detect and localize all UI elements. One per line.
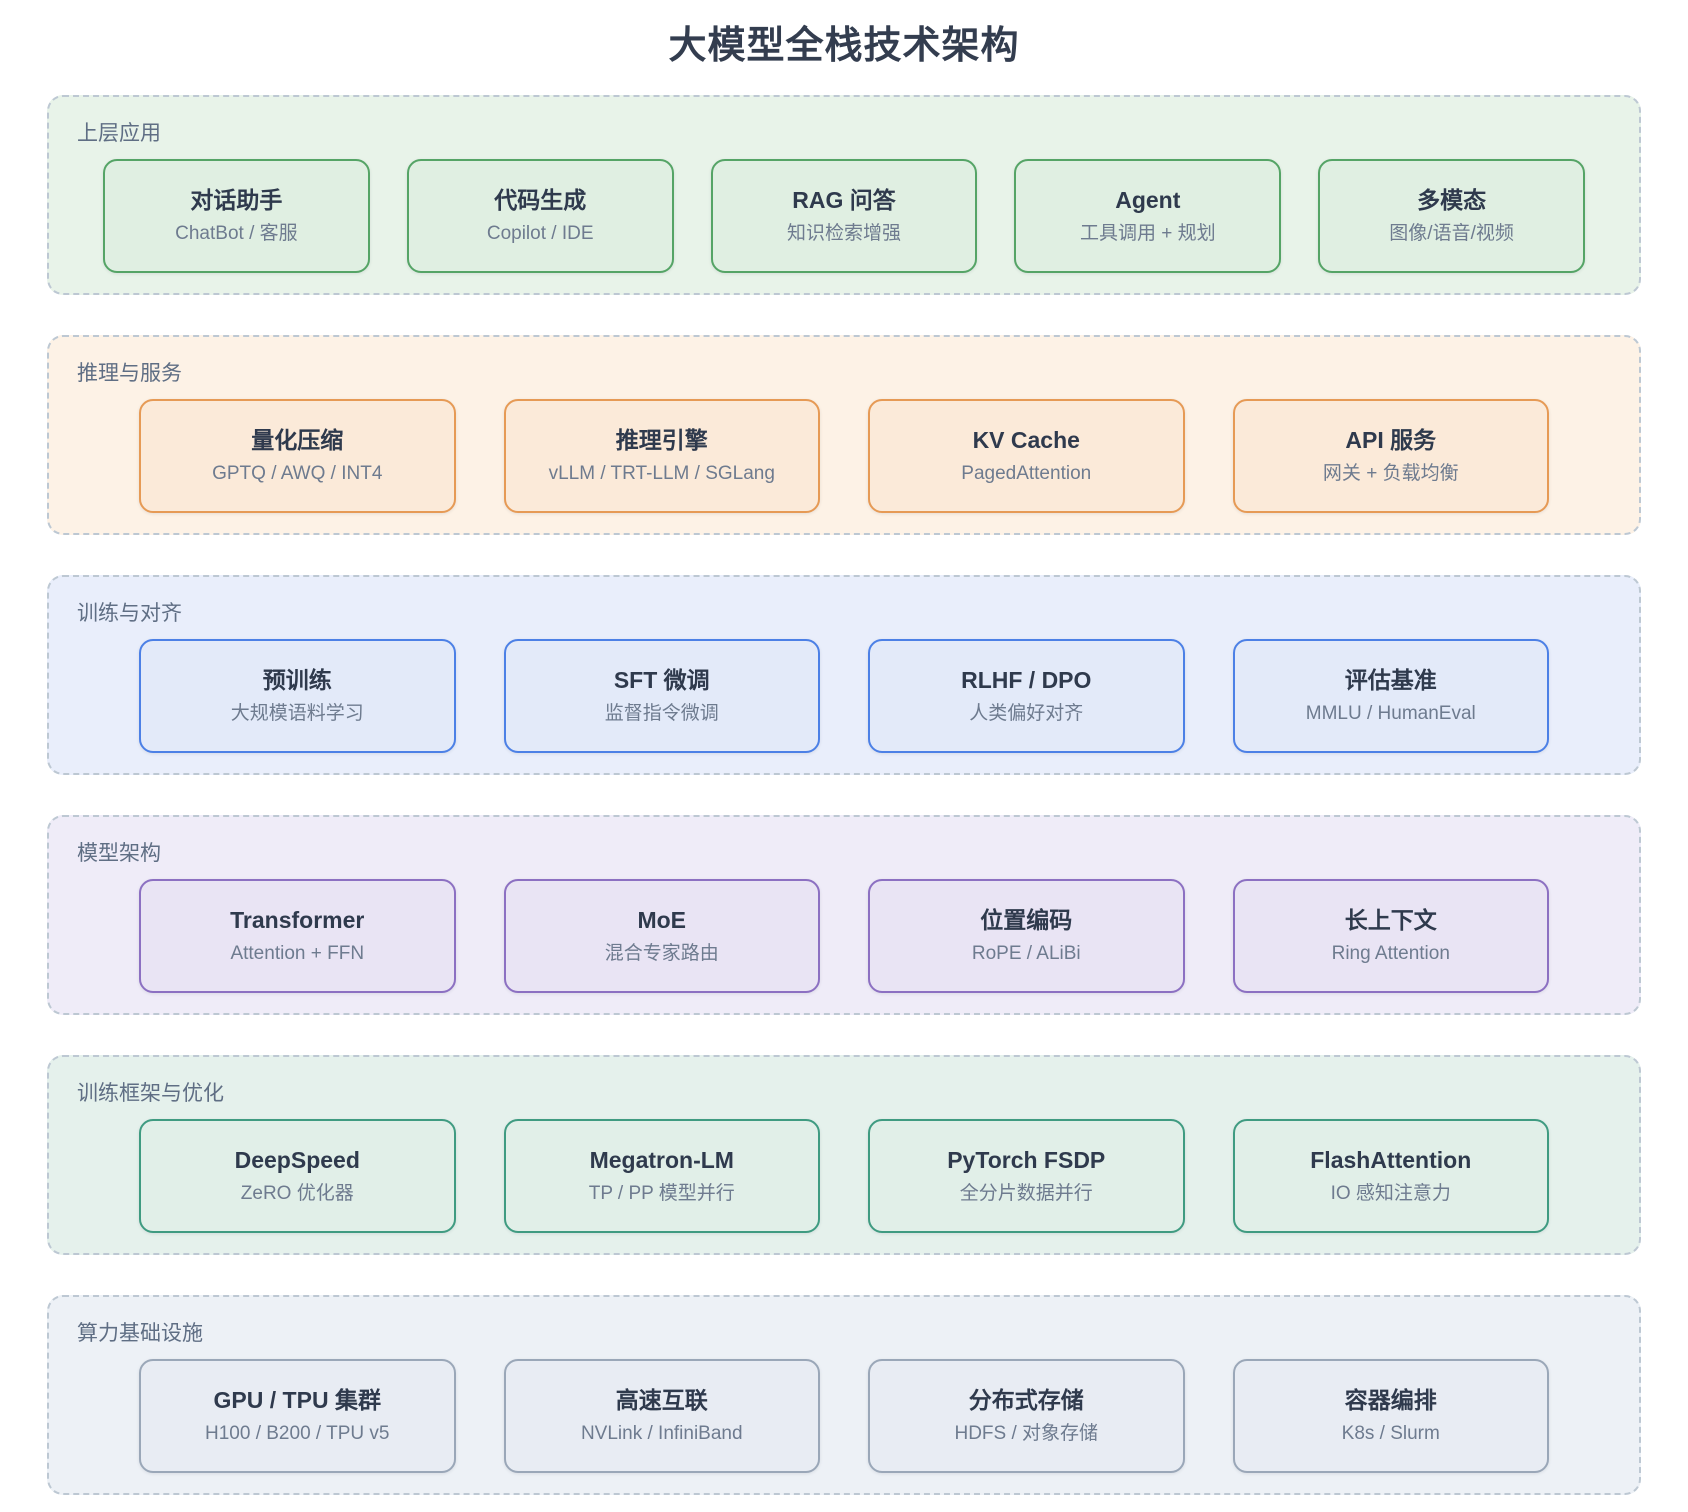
module-subtitle: ChatBot / 客服 bbox=[175, 223, 298, 244]
module-subtitle: 图像/语音/视频 bbox=[1389, 223, 1514, 244]
module-title: RAG 问答 bbox=[792, 187, 896, 213]
module-box: Megatron-LM TP / PP 模型并行 bbox=[503, 1119, 820, 1233]
layer-label: 算力基础设施 bbox=[77, 1322, 203, 1345]
module-box: RAG 问答 知识检索增强 bbox=[710, 159, 978, 273]
module-title: GPU / TPU 集群 bbox=[213, 1387, 381, 1413]
module-subtitle: 大规模语料学习 bbox=[230, 703, 364, 724]
module-box: 预训练 大规模语料学习 bbox=[139, 639, 456, 753]
module-subtitle: MMLU / HumanEval bbox=[1305, 703, 1476, 724]
module-box: KV Cache PagedAttention bbox=[868, 399, 1185, 513]
layer-row: GPU / TPU 集群 H100 / B200 / TPU v5 高速互联 N… bbox=[49, 1359, 1639, 1473]
module-subtitle: IO 感知注意力 bbox=[1330, 1183, 1451, 1204]
module-title: DeepSpeed bbox=[234, 1147, 360, 1173]
module-box: DeepSpeed ZeRO 优化器 bbox=[139, 1119, 456, 1233]
module-box: MoE 混合专家路由 bbox=[503, 879, 820, 993]
module-title: 预训练 bbox=[262, 667, 332, 693]
module-subtitle: Ring Attention bbox=[1331, 943, 1450, 964]
module-box: 高速互联 NVLink / InfiniBand bbox=[503, 1359, 820, 1473]
module-subtitle: Copilot / IDE bbox=[486, 223, 594, 244]
module-subtitle: Attention + FFN bbox=[230, 943, 365, 964]
module-subtitle: vLLM / TRT-LLM / SGLang bbox=[548, 463, 775, 484]
module-box: PyTorch FSDP 全分片数据并行 bbox=[868, 1119, 1185, 1233]
layer-row: 对话助手 ChatBot / 客服 代码生成 Copilot / IDE RAG… bbox=[49, 159, 1639, 273]
module-box: 量化压缩 GPTQ / AWQ / INT4 bbox=[139, 399, 456, 513]
module-box: API 服务 网关 + 负载均衡 bbox=[1232, 399, 1549, 513]
layers-stack: 上层应用 对话助手 ChatBot / 客服 代码生成 Copilot / ID… bbox=[0, 95, 1688, 1495]
diagram-canvas: 大模型全栈技术架构 上层应用 对话助手 ChatBot / 客服 代码生成 Co… bbox=[0, 14, 1688, 1495]
module-subtitle: RoPE / ALiBi bbox=[971, 943, 1081, 964]
module-subtitle: H100 / B200 / TPU v5 bbox=[205, 1423, 390, 1444]
module-title: API 服务 bbox=[1345, 427, 1437, 453]
module-subtitle: NVLink / InfiniBand bbox=[580, 1423, 743, 1444]
module-box: 评估基准 MMLU / HumanEval bbox=[1232, 639, 1549, 753]
module-box: SFT 微调 监督指令微调 bbox=[503, 639, 820, 753]
module-subtitle: 全分片数据并行 bbox=[959, 1183, 1093, 1204]
module-box: GPU / TPU 集群 H100 / B200 / TPU v5 bbox=[139, 1359, 456, 1473]
layer-label: 上层应用 bbox=[77, 122, 161, 145]
module-title: 多模态 bbox=[1417, 187, 1487, 213]
page-title: 大模型全栈技术架构 bbox=[668, 25, 1020, 67]
module-title: 对话助手 bbox=[190, 187, 283, 213]
layer-container-0: 上层应用 对话助手 ChatBot / 客服 代码生成 Copilot / ID… bbox=[47, 95, 1641, 295]
module-title: 代码生成 bbox=[494, 187, 587, 213]
module-title: Agent bbox=[1115, 187, 1181, 213]
layer-row: DeepSpeed ZeRO 优化器 Megatron-LM TP / PP 模… bbox=[49, 1119, 1639, 1233]
layer-container-3: 模型架构 Transformer Attention + FFN MoE 混合专… bbox=[47, 815, 1641, 1015]
layer-container-1: 推理与服务 量化压缩 GPTQ / AWQ / INT4 推理引擎 vLLM /… bbox=[47, 335, 1641, 535]
layer-label: 训练框架与优化 bbox=[77, 1082, 224, 1105]
module-title: 分布式存储 bbox=[968, 1387, 1084, 1413]
layer-container-2: 训练与对齐 预训练 大规模语料学习 SFT 微调 监督指令微调 RLHF / D… bbox=[47, 575, 1641, 775]
module-title: FlashAttention bbox=[1310, 1147, 1472, 1173]
module-subtitle: 人类偏好对齐 bbox=[969, 703, 1084, 724]
module-box: 容器编排 K8s / Slurm bbox=[1232, 1359, 1549, 1473]
module-title: Transformer bbox=[230, 907, 365, 933]
module-box: Transformer Attention + FFN bbox=[139, 879, 456, 993]
module-subtitle: GPTQ / AWQ / INT4 bbox=[212, 463, 383, 484]
module-subtitle: 网关 + 负载均衡 bbox=[1322, 463, 1459, 484]
module-subtitle: 混合专家路由 bbox=[604, 943, 719, 964]
layer-row: Transformer Attention + FFN MoE 混合专家路由 位… bbox=[49, 879, 1639, 993]
module-title: 位置编码 bbox=[980, 907, 1073, 933]
module-box: 分布式存储 HDFS / 对象存储 bbox=[868, 1359, 1185, 1473]
module-box: 对话助手 ChatBot / 客服 bbox=[103, 159, 370, 273]
module-subtitle: HDFS / 对象存储 bbox=[954, 1423, 1099, 1444]
module-box: 多模态 图像/语音/视频 bbox=[1318, 159, 1585, 273]
module-title: 推理引擎 bbox=[615, 427, 708, 453]
module-subtitle: 知识检索增强 bbox=[786, 223, 901, 244]
module-box: Agent 工具调用 + 规划 bbox=[1014, 159, 1282, 273]
module-title: KV Cache bbox=[972, 427, 1080, 453]
module-title: 评估基准 bbox=[1344, 667, 1437, 693]
module-title: RLHF / DPO bbox=[961, 667, 1092, 693]
module-box: RLHF / DPO 人类偏好对齐 bbox=[868, 639, 1185, 753]
module-title: 容器编排 bbox=[1344, 1387, 1437, 1413]
module-box: 长上下文 Ring Attention bbox=[1232, 879, 1549, 993]
module-title: 高速互联 bbox=[615, 1387, 708, 1413]
module-box: 位置编码 RoPE / ALiBi bbox=[868, 879, 1185, 993]
module-subtitle: K8s / Slurm bbox=[1341, 1423, 1440, 1444]
layer-container-4: 训练框架与优化 DeepSpeed ZeRO 优化器 Megatron-LM T… bbox=[47, 1055, 1641, 1255]
module-box: FlashAttention IO 感知注意力 bbox=[1232, 1119, 1549, 1233]
module-title: PyTorch FSDP bbox=[947, 1147, 1106, 1173]
module-title: 长上下文 bbox=[1344, 907, 1437, 933]
layer-container-5: 算力基础设施 GPU / TPU 集群 H100 / B200 / TPU v5… bbox=[47, 1295, 1641, 1495]
layer-label: 模型架构 bbox=[77, 842, 161, 865]
layer-row: 量化压缩 GPTQ / AWQ / INT4 推理引擎 vLLM / TRT-L… bbox=[49, 399, 1639, 513]
module-title: 量化压缩 bbox=[251, 427, 344, 453]
module-box: 推理引擎 vLLM / TRT-LLM / SGLang bbox=[503, 399, 820, 513]
layer-label: 训练与对齐 bbox=[77, 602, 182, 625]
module-title: SFT 微调 bbox=[613, 667, 710, 693]
module-subtitle: TP / PP 模型并行 bbox=[588, 1183, 735, 1204]
module-box: 代码生成 Copilot / IDE bbox=[406, 159, 674, 273]
module-title: MoE bbox=[637, 907, 687, 933]
module-subtitle: 监督指令微调 bbox=[604, 703, 719, 724]
module-subtitle: 工具调用 + 规划 bbox=[1079, 223, 1216, 244]
module-subtitle: PagedAttention bbox=[961, 463, 1092, 484]
module-title: Megatron-LM bbox=[589, 1147, 734, 1173]
layer-label: 推理与服务 bbox=[77, 362, 182, 385]
module-subtitle: ZeRO 优化器 bbox=[240, 1183, 354, 1204]
layer-row: 预训练 大规模语料学习 SFT 微调 监督指令微调 RLHF / DPO 人类偏… bbox=[49, 639, 1639, 753]
